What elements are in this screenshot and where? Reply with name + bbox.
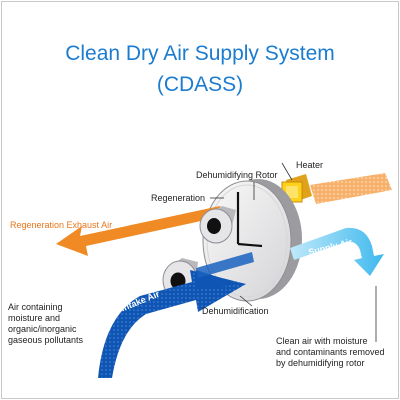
rotor-flow-arrow bbox=[196, 252, 254, 278]
exhaust-label: Regeneration Exhaust Air bbox=[10, 220, 113, 230]
dehumidification-label: Dehumidification bbox=[202, 306, 269, 316]
input-description-line: gaseous pollutants bbox=[8, 335, 84, 345]
regeneration-fan bbox=[199, 206, 236, 244]
diagram-subtitle: (CDASS) bbox=[156, 73, 244, 96]
input-description-line: Air containing bbox=[8, 302, 63, 312]
output-description-line: by dehumidifying rotor bbox=[276, 358, 365, 368]
exhaust-air-arrow bbox=[56, 206, 224, 256]
output-description: Clean air with moisture and contaminants… bbox=[276, 336, 385, 369]
rotor-label: Dehumidifying Rotor bbox=[196, 170, 278, 180]
heater-label: Heater bbox=[296, 160, 324, 170]
input-description-line: moisture and bbox=[8, 313, 61, 323]
output-description-line: Clean air with moisture bbox=[276, 336, 368, 346]
leader-lines bbox=[210, 162, 377, 342]
input-description: Air containing moisture and organic/inor… bbox=[8, 302, 83, 346]
input-description-line: organic/inorganic bbox=[8, 324, 77, 334]
heater-inlet-stream bbox=[310, 173, 392, 204]
output-description-line: and contaminants removed bbox=[276, 347, 385, 357]
diagram-title: Clean Dry Air Supply System bbox=[65, 42, 335, 65]
supply-air-arrow bbox=[290, 227, 384, 276]
regeneration-label: Regeneration bbox=[151, 193, 206, 203]
